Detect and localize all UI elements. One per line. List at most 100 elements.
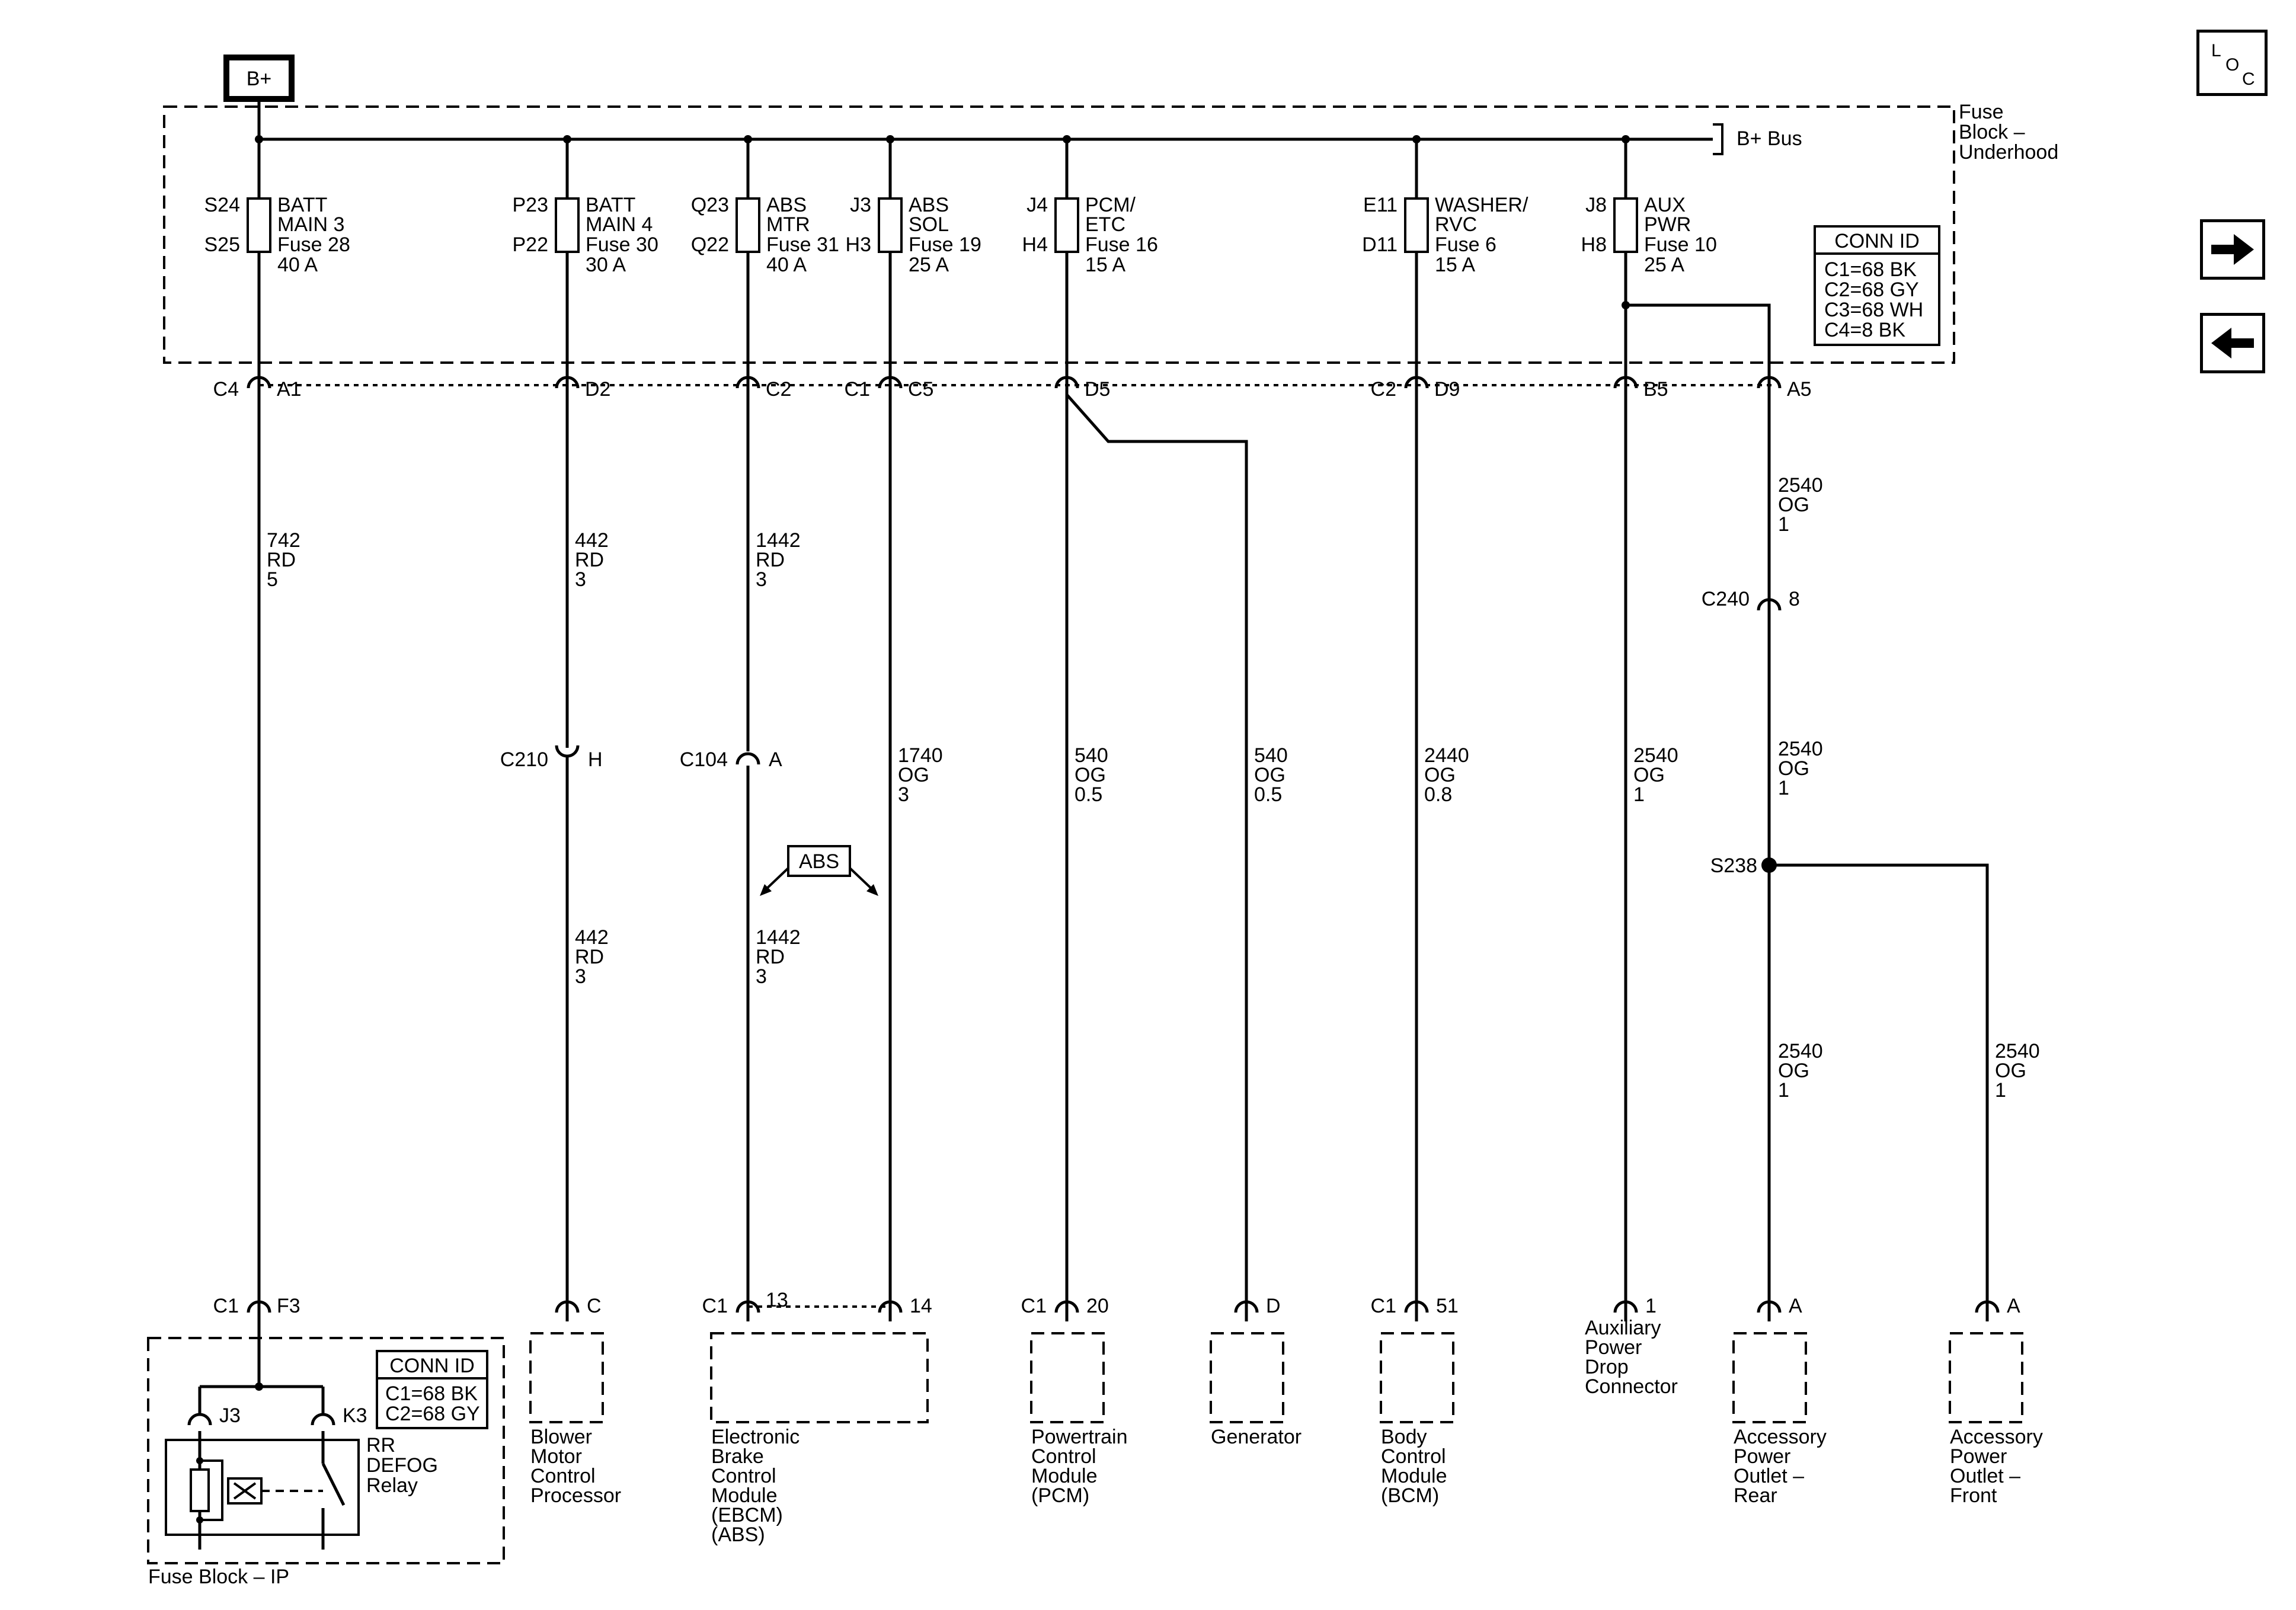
svg-text:30 A: 30 A: [586, 254, 626, 276]
svg-text:8: 8: [1789, 588, 1800, 610]
svg-text:PWR: PWR: [1644, 213, 1691, 236]
svg-text:Control: Control: [530, 1465, 596, 1487]
svg-text:C1: C1: [213, 1295, 239, 1317]
svg-text:DEFOG: DEFOG: [366, 1454, 438, 1477]
fuse-block-underhood-label: Fuse Block – Underhood: [1959, 101, 2058, 164]
svg-text:S25: S25: [204, 233, 241, 256]
connector-d2: D2: [555, 376, 610, 401]
svg-text:A5: A5: [1787, 378, 1812, 401]
svg-text:1: 1: [1778, 777, 1789, 799]
svg-text:540: 540: [1075, 744, 1108, 767]
connector-ebcm-14: 14: [878, 1295, 932, 1317]
svg-text:OG: OG: [1778, 494, 1809, 516]
loc-button[interactable]: L O C: [2196, 30, 2268, 96]
svg-text:C2: C2: [766, 378, 791, 401]
svg-text:Processor: Processor: [530, 1484, 621, 1507]
svg-text:MAIN 3: MAIN 3: [277, 213, 344, 236]
svg-text:40 A: 40 A: [766, 254, 807, 276]
svg-text:1: 1: [1633, 783, 1645, 806]
svg-text:Fuse 28: Fuse 28: [277, 233, 350, 256]
svg-text:Fuse 10: Fuse 10: [1644, 233, 1717, 256]
fuse-abs-mtr: Q23 Q22 ABS MTR Fuse 31 40 A: [691, 194, 839, 276]
component-accessory-power-outlet-rear: Accessory Power Outlet – Rear: [1732, 1332, 1827, 1507]
svg-text:13: 13: [766, 1289, 788, 1311]
fuse-batt-main-3: S24 S25 BATT MAIN 3 Fuse 28 40 A: [204, 194, 350, 276]
bplus-source-label: B+: [247, 68, 272, 90]
svg-text:Accessory: Accessory: [1734, 1426, 1827, 1448]
svg-text:C4: C4: [213, 378, 239, 401]
wire-label-2540-og-aux: 2540 OG 1: [1633, 744, 1678, 806]
svg-text:A: A: [769, 748, 782, 771]
fuse-block-underhood-boundary: [163, 105, 1955, 364]
svg-text:P22: P22: [513, 233, 549, 256]
svg-text:C1=68 BK: C1=68 BK: [1824, 258, 1917, 281]
svg-text:2540: 2540: [1995, 1040, 2040, 1062]
svg-text:RD: RD: [267, 549, 296, 571]
svg-text:Module: Module: [1031, 1465, 1098, 1487]
svg-text:MAIN 4: MAIN 4: [586, 213, 653, 236]
bplus-bus-bracket: [1713, 123, 1723, 155]
svg-text:1442: 1442: [756, 926, 801, 949]
bplus-bus-label: B+ Bus: [1737, 127, 1802, 150]
svg-text:J8: J8: [1585, 194, 1607, 216]
arrow-left-icon: [2211, 328, 2254, 359]
svg-text:540: 540: [1254, 744, 1288, 767]
svg-text:0.8: 0.8: [1424, 783, 1452, 806]
svg-text:A: A: [2007, 1295, 2020, 1317]
svg-text:D5: D5: [1085, 378, 1110, 401]
svg-text:3: 3: [756, 965, 767, 988]
svg-text:Motor: Motor: [530, 1445, 582, 1468]
connector-c1-c5: C1 C5: [845, 376, 933, 401]
svg-text:2540: 2540: [1778, 474, 1823, 497]
wire-label-2540-og-rear: 2540 OG 1: [1778, 1040, 1823, 1102]
wire-label-442-rd-lower: 442 RD 3: [575, 926, 609, 988]
svg-text:Q23: Q23: [691, 194, 729, 216]
svg-text:RD: RD: [575, 946, 604, 968]
svg-text:MTR: MTR: [766, 213, 810, 236]
svg-text:ABS: ABS: [766, 194, 807, 216]
svg-text:2540: 2540: [1778, 1040, 1823, 1062]
svg-text:A1: A1: [277, 378, 302, 401]
inline-connector-c210: C210 H: [500, 745, 603, 771]
svg-text:C1=68 BK: C1=68 BK: [385, 1382, 478, 1405]
svg-text:RD: RD: [756, 549, 785, 571]
circuit-wires: [257, 139, 1989, 1321]
previous-page-button[interactable]: [2200, 313, 2265, 373]
svg-text:Powertrain: Powertrain: [1031, 1426, 1128, 1448]
svg-text:OG: OG: [1778, 757, 1809, 780]
svg-text:(EBCM): (EBCM): [711, 1504, 783, 1526]
svg-text:CONN ID: CONN ID: [1834, 230, 1920, 252]
svg-text:P23: P23: [513, 194, 549, 216]
wire-label-1442-rd-lower: 1442 RD 3: [756, 926, 801, 988]
svg-text:RD: RD: [756, 946, 785, 968]
svg-text:Module: Module: [1381, 1465, 1447, 1487]
connector-aux-drop-1: 1: [1613, 1295, 1657, 1317]
svg-text:C1: C1: [1371, 1295, 1396, 1317]
wire-label-442-rd-upper: 442 RD 3: [575, 529, 609, 591]
inline-connector-c104: C104 A: [680, 748, 782, 771]
next-page-button[interactable]: [2200, 219, 2265, 280]
svg-text:K3: K3: [343, 1404, 367, 1427]
connector-outlet-rear-a: A: [1757, 1295, 1802, 1317]
svg-text:WASHER/: WASHER/: [1435, 194, 1528, 216]
svg-text:PCM/: PCM/: [1085, 194, 1136, 216]
connector-outlet-front-a: A: [1975, 1295, 2020, 1317]
svg-text:3: 3: [575, 568, 586, 591]
svg-text:Fuse: Fuse: [1959, 101, 2004, 123]
svg-text:CONN ID: CONN ID: [389, 1355, 475, 1377]
svg-text:E11: E11: [1363, 194, 1398, 216]
connector-c2-left: C2: [736, 376, 791, 401]
svg-text:1: 1: [1778, 1079, 1789, 1102]
component-generator: Generator: [1210, 1332, 1302, 1448]
svg-text:3: 3: [756, 568, 767, 591]
svg-text:H8: H8: [1581, 233, 1607, 256]
svg-text:Module: Module: [711, 1484, 778, 1507]
connector-c4-a1: C4 A1: [213, 376, 302, 401]
svg-text:H4: H4: [1022, 233, 1048, 256]
svg-text:C3=68 WH: C3=68 WH: [1824, 299, 1923, 321]
svg-text:Control: Control: [1031, 1445, 1096, 1468]
svg-text:2440: 2440: [1424, 744, 1469, 767]
svg-text:AUX: AUX: [1644, 194, 1686, 216]
wire-label-2440-og: 2440 OG 0.8: [1424, 744, 1469, 806]
